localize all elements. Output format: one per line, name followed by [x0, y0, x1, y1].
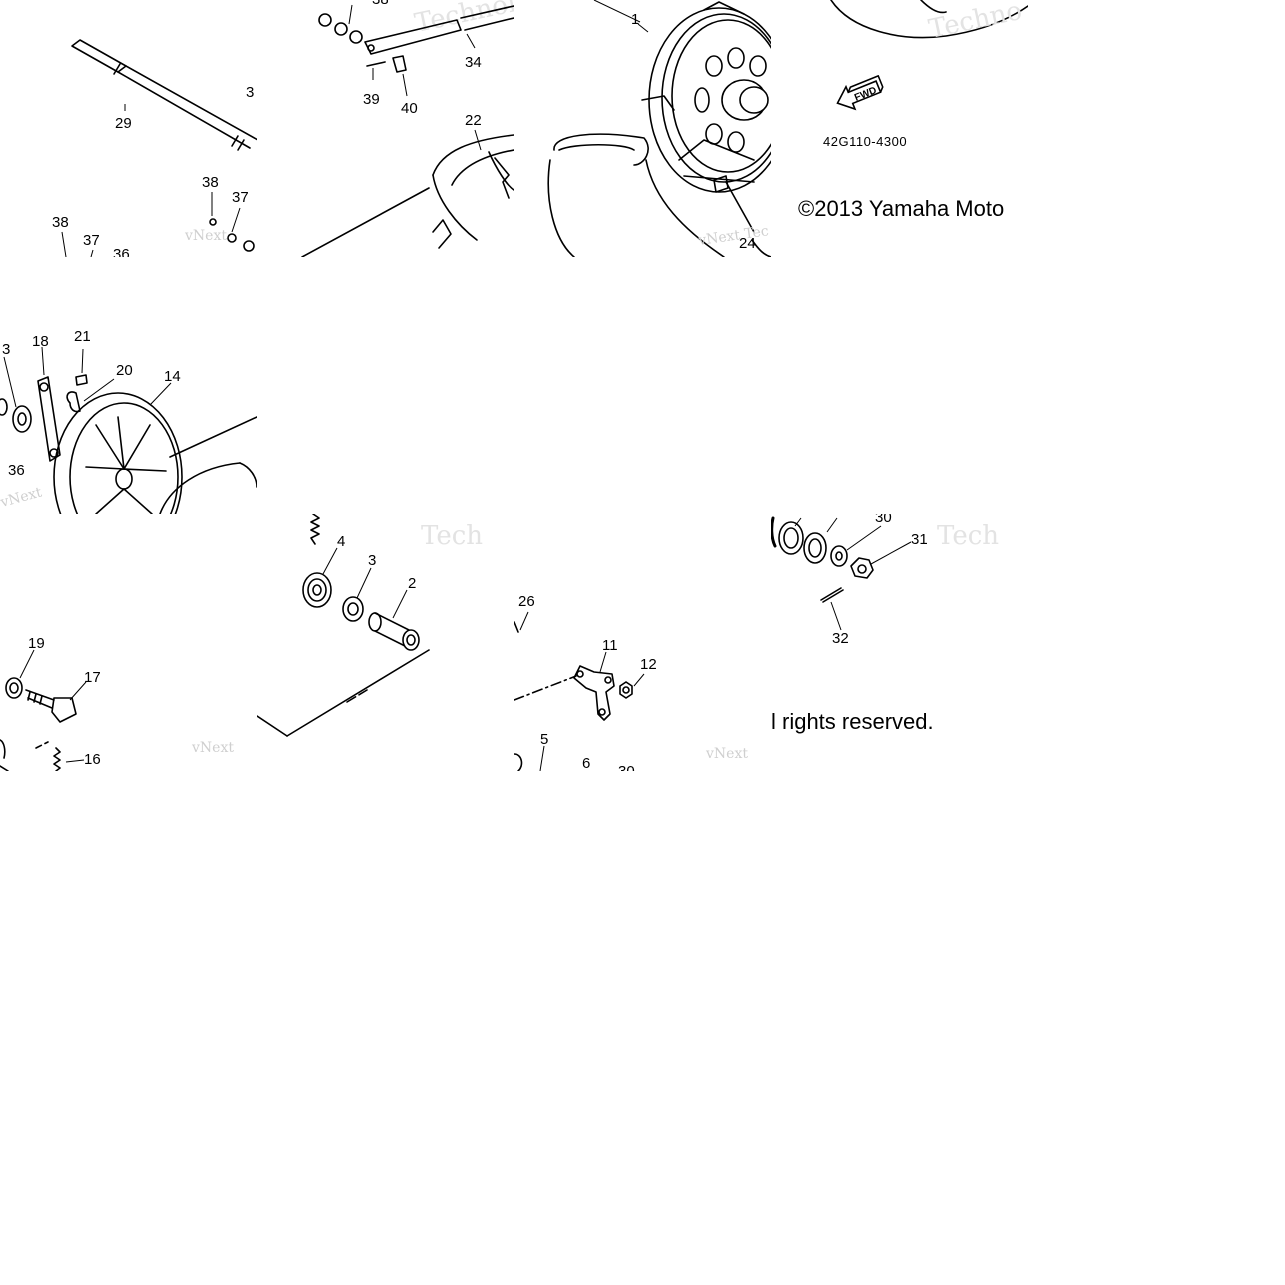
callout-6: 6: [582, 755, 590, 771]
diagram-tile-axlenut: Tech: [771, 514, 1028, 771]
callout-24: 24: [739, 235, 756, 252]
brake-arm-18: [37, 376, 61, 462]
tire-22: [301, 134, 514, 257]
callout-32: 32: [832, 630, 849, 647]
callout-31: 31: [911, 531, 928, 548]
callout-39: 39: [363, 91, 380, 108]
watermark-text: vNext: [0, 484, 44, 511]
diagram-tile-axle: vNext 29 3 38 37 38 37 36: [0, 0, 257, 257]
callout-2: 2: [408, 575, 416, 592]
callout-22: 22: [465, 112, 482, 129]
watermark-text: Techno: [926, 0, 1025, 45]
callout-36: 36: [113, 246, 130, 257]
callout-37: 37: [83, 232, 100, 249]
castle-nut-31: [850, 557, 874, 579]
callout-40: 40: [401, 100, 418, 117]
diagram-tile-brake: vNext 3 18 21 20 14 36: [0, 257, 257, 514]
callout-26: 26: [518, 593, 535, 610]
spacer-2: [368, 612, 420, 651]
valve-24: [713, 175, 755, 233]
washer-30: [830, 545, 848, 567]
diagram-tile-puller: Technol: [257, 0, 514, 257]
diagram-tile-camshaft: vNext 19 17 16: [0, 514, 257, 771]
callout-18: 18: [32, 333, 49, 350]
callout-19: 19: [28, 635, 45, 652]
wheel-hub-1: [641, 1, 771, 193]
diagram-tile-hub: vNext Tec 1 24: [514, 0, 771, 257]
axle-shaft-drawing: [71, 39, 257, 151]
callout-38: 38: [52, 214, 69, 231]
washer-3: [342, 596, 364, 622]
watermark-text: vNext: [184, 228, 227, 244]
copyright-line-2: l rights reserved.: [771, 709, 934, 734]
callout-3: 3: [246, 84, 254, 101]
callout-16: 16: [84, 751, 101, 768]
pin-39: [366, 61, 386, 67]
callout-34: 34: [465, 54, 482, 71]
callout-1: 1: [631, 11, 639, 28]
bolt-21: [75, 374, 88, 386]
watermark-text: vNext: [191, 740, 234, 756]
diagram-tile-bracket: vNext 26 11 12 5 6 30: [514, 514, 771, 771]
chain-puller-34: [364, 5, 514, 55]
cam-shaft-17: [25, 689, 77, 723]
callout-30: 30: [875, 514, 892, 526]
watermark-text: Tech: [421, 521, 483, 551]
callout-14: 14: [164, 368, 181, 385]
cotter-pin-32: [820, 587, 844, 603]
callout-17: 17: [84, 669, 101, 686]
callout-12: 12: [640, 656, 657, 673]
watermark-text: vNext Tec: [696, 223, 769, 249]
callout-4: 4: [337, 533, 345, 550]
watermark-text: Technol: [412, 0, 514, 39]
callout-11: 11: [602, 637, 618, 654]
callout-38: 38: [372, 0, 389, 8]
watermark-text: vNext: [705, 746, 748, 762]
diagram-tile-bearing: Tech: [257, 514, 514, 771]
callout-36: 36: [8, 462, 25, 479]
fwd-arrow-icon: FWD: [836, 75, 884, 111]
callout-38: 38: [202, 174, 219, 191]
callout-21: 21: [74, 328, 91, 345]
part-code: 42G110-4300: [823, 134, 908, 149]
nut-12: [619, 681, 633, 699]
callout-3: 3: [368, 552, 376, 569]
callout-5: 5: [540, 731, 548, 748]
tire-section: [547, 133, 771, 257]
spring-16: [53, 747, 61, 771]
diagram-tile-fwd: Techno FWD: [771, 0, 1028, 257]
callout-20: 20: [116, 362, 133, 379]
watermark-text: Tech: [937, 521, 999, 551]
bolt-40: [392, 55, 407, 73]
washer-3: [0, 398, 32, 433]
callout-37: 37: [232, 189, 249, 206]
washer-19: [5, 677, 23, 699]
bracket-11: [573, 665, 615, 721]
brake-shoe-14: [53, 392, 257, 514]
callout-3: 3: [2, 341, 10, 358]
copyright-line-1: ©2013 Yamaha Moto: [798, 196, 1005, 221]
callout-30: 30: [618, 763, 635, 771]
small-nuts: [318, 13, 363, 44]
nut-cluster: [209, 218, 255, 252]
spring-top: [310, 514, 320, 545]
fwd-label: FWD: [853, 85, 878, 104]
bearing-4: [302, 572, 332, 608]
bearing-pair: [771, 516, 827, 564]
clip-20: [66, 391, 81, 413]
callout-29: 29: [115, 115, 132, 132]
